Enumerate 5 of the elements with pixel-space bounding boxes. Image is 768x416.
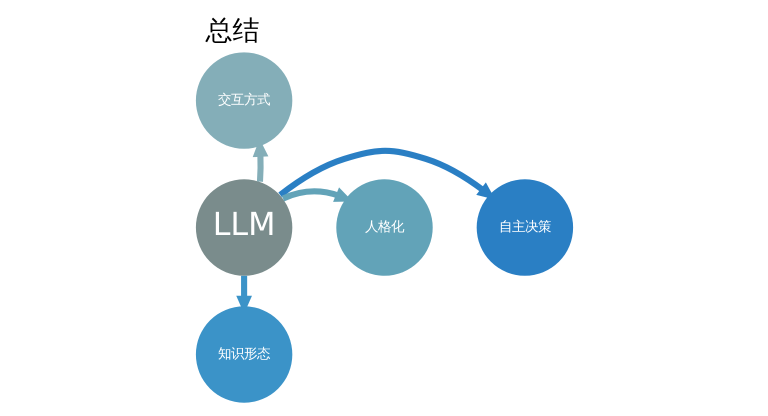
node-circle: 人格化	[336, 179, 432, 276]
node-circle: LLM	[195, 179, 292, 276]
node-circle: 交互方式	[195, 52, 292, 149]
node-circle: 知识形态	[195, 306, 292, 403]
diagram-title: 总结	[205, 16, 260, 47]
